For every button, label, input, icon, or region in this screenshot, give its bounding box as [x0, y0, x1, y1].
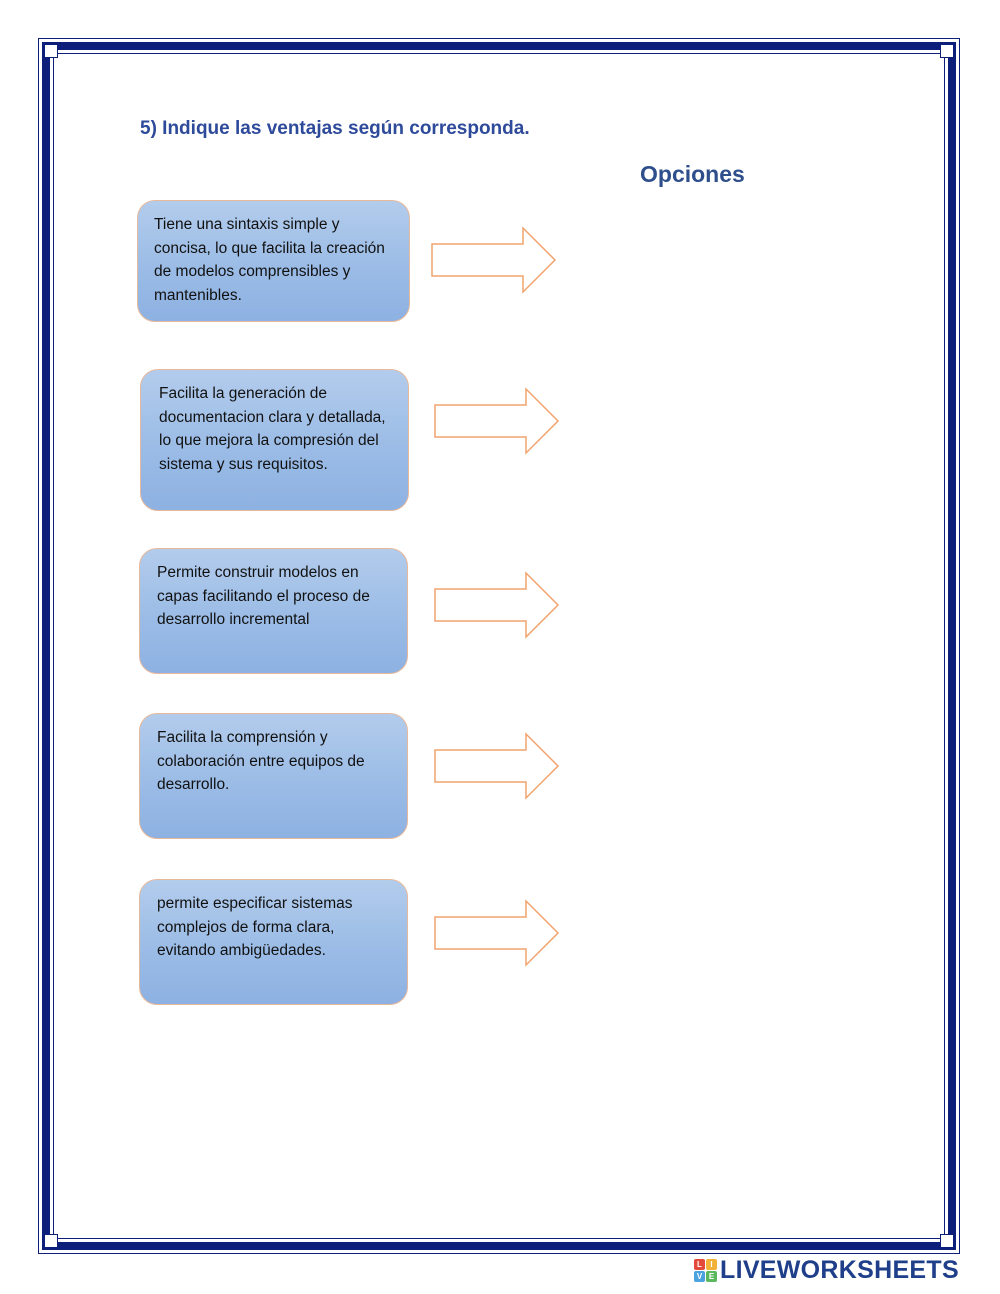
advantage-box-2: Facilita la generación de documentacion …	[140, 369, 409, 511]
page-frame-inner-line	[53, 53, 945, 1239]
page-frame	[42, 42, 956, 1250]
liveworksheets-logo: L I V E LIVEWORKSHEETS	[694, 1254, 959, 1286]
frame-corner-bottom-left	[44, 1234, 58, 1248]
arrow-right-icon	[434, 387, 560, 455]
question-heading: 5) Indique las ventajas según correspond…	[140, 118, 530, 139]
advantage-box-5: permite especificar sistemas complejos d…	[139, 879, 408, 1005]
advantage-box-4: Facilita la comprensión y colaboración e…	[139, 713, 408, 839]
advantage-box-3: Permite construir modelos en capas facil…	[139, 548, 408, 674]
frame-corner-bottom-right	[940, 1234, 954, 1248]
frame-corner-top-left	[44, 44, 58, 58]
advantage-box-1: Tiene una sintaxis simple y concisa, lo …	[137, 200, 410, 322]
arrow-right-icon	[434, 571, 560, 639]
logo-text: LIVEWORKSHEETS	[720, 1255, 959, 1284]
page-frame-outer-line	[38, 38, 960, 1254]
logo-badge-icon: L I V E	[694, 1258, 717, 1282]
frame-corner-top-right	[940, 44, 954, 58]
arrow-right-icon	[431, 226, 557, 294]
arrow-right-icon	[434, 732, 560, 800]
arrow-right-icon	[434, 899, 560, 967]
options-heading: Opciones	[640, 161, 745, 187]
